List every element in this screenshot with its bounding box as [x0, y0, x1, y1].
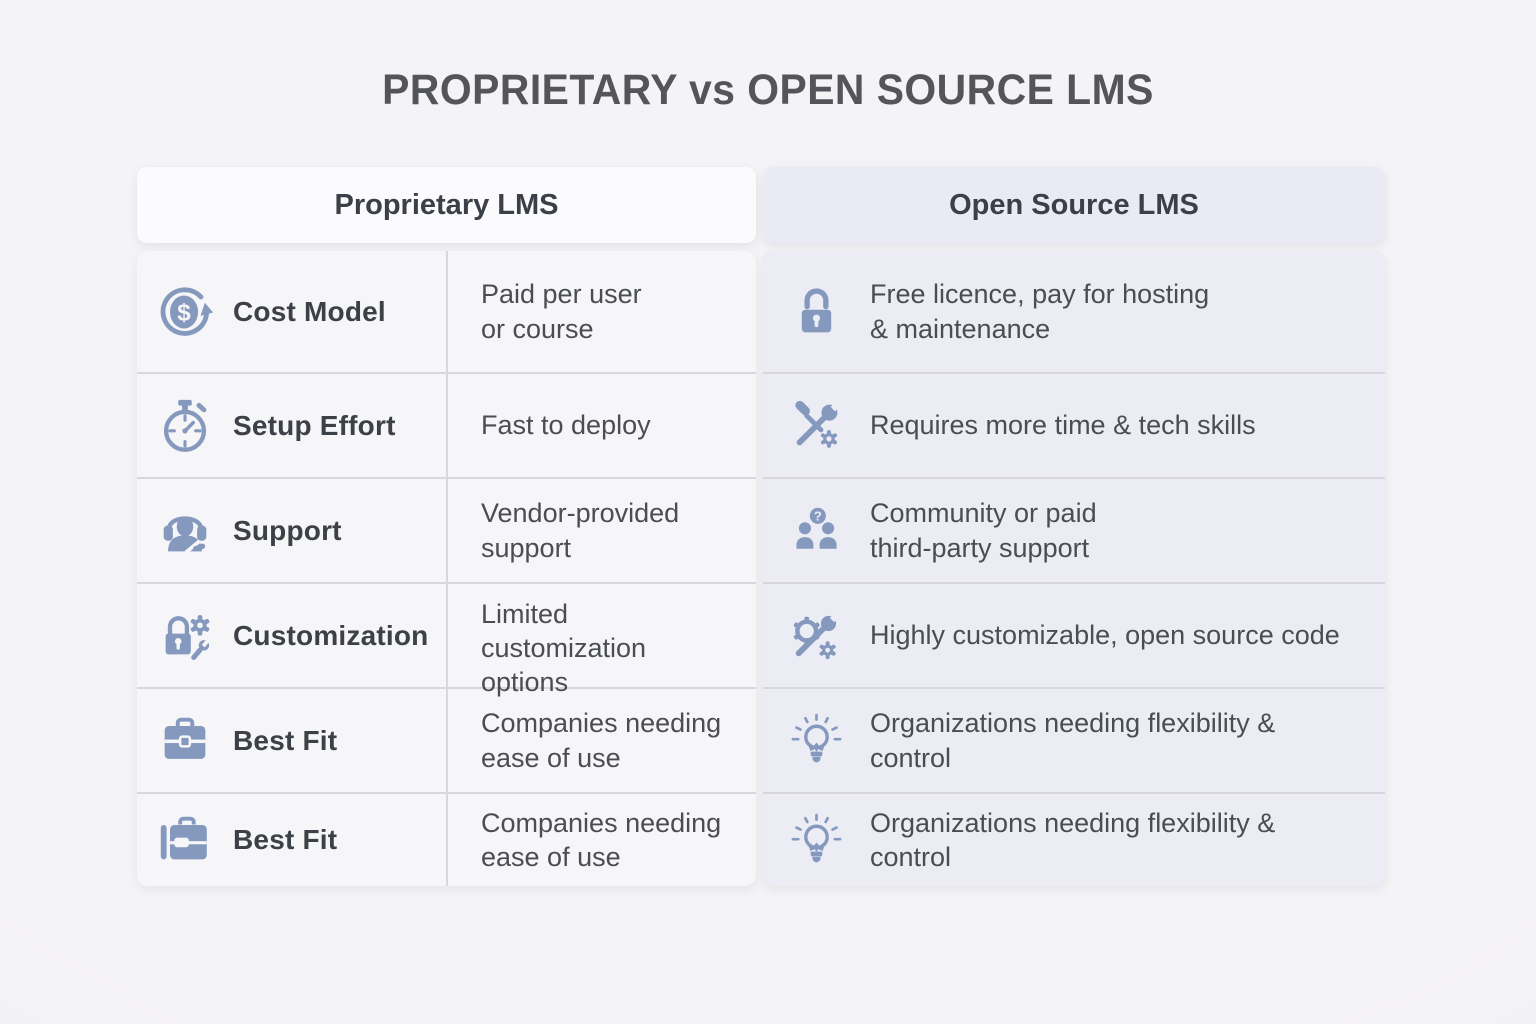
open-source-column-header: Open Source LMS: [763, 167, 1385, 243]
gears-wrench-icon: [788, 607, 845, 664]
tools-icon: [788, 397, 845, 454]
open-source-value-cell: Organizations needing flexibility & cont…: [763, 794, 1385, 886]
feature-label-cell: Customization: [137, 584, 446, 687]
people-question-icon: ?: [788, 502, 845, 559]
proprietary-value: Limited customization options: [481, 599, 647, 698]
lock-gear-icon: [154, 605, 216, 667]
proprietary-value: Fast to deploy: [481, 410, 651, 441]
open-source-value: Highly customizable, open source code: [870, 620, 1340, 651]
proprietary-value: Companies needing ease of use: [481, 807, 722, 872]
feature-label-cell: $ Cost Model: [137, 251, 446, 372]
proprietary-value-cell: Limited customization options: [448, 584, 756, 697]
page-title: PROPRIETARY vs OPEN SOURCE LMS: [382, 66, 1154, 114]
proprietary-value: Paid per user or course: [481, 279, 642, 344]
proprietary-value: Companies needing ease of use: [481, 708, 722, 773]
feature-label-cell: Setup Effort: [137, 374, 446, 477]
proprietary-value-cell: Fast to deploy: [448, 374, 756, 477]
open-source-value: Community or paid third-party support: [870, 498, 1097, 563]
open-source-header-label: Open Source LMS: [949, 188, 1199, 221]
open-source-value: Organizations needing flexibility & cont…: [870, 807, 1276, 872]
open-source-value: Organizations needing flexibility & cont…: [870, 708, 1276, 773]
feature-label-cell: Best Fit: [137, 689, 446, 792]
proprietary-value: Vendor-provided support: [481, 498, 680, 563]
proprietary-value-cell: Vendor-provided support: [448, 479, 756, 582]
lightbulb-icon: [788, 812, 845, 869]
proprietary-value-cell: Companies needing ease of use: [448, 689, 756, 792]
open-source-value-cell: Free licence, pay for hosting & maintena…: [763, 251, 1385, 372]
proprietary-column-header: Proprietary LMS: [137, 167, 756, 243]
svg-text:?: ?: [814, 509, 822, 524]
lightbulb-icon: [788, 712, 845, 769]
proprietary-value-cell: Paid per user or course: [448, 251, 756, 372]
feature-label: Support: [233, 514, 342, 546]
briefcase-side-icon: [154, 809, 216, 871]
feature-label-cell: Best Fit: [137, 794, 446, 886]
feature-label: Best Fit: [233, 824, 338, 855]
headset-person-icon: [154, 500, 216, 562]
svg-text:$: $: [177, 299, 191, 326]
open-source-value-cell: ? Community or paid third-party support: [763, 479, 1385, 582]
feature-label: Best Fit: [233, 724, 338, 756]
feature-label: Cost Model: [233, 295, 386, 327]
open-source-value: Free licence, pay for hosting & maintena…: [870, 279, 1210, 344]
open-source-value-cell: Organizations needing flexibility & cont…: [763, 689, 1385, 792]
feature-label-cell: Support: [137, 479, 446, 582]
open-source-value-cell: Highly customizable, open source code: [763, 584, 1385, 687]
proprietary-header-label: Proprietary LMS: [334, 188, 559, 221]
stopwatch-icon: [154, 395, 216, 457]
briefcase-icon: [154, 710, 216, 772]
open-source-value-cell: Requires more time & tech skills: [763, 374, 1385, 477]
padlock-icon: [788, 283, 845, 340]
proprietary-table: $ Cost Model Paid per user or course: [137, 251, 756, 886]
proprietary-value-cell: Companies needing ease of use: [448, 794, 756, 886]
money-cycle-icon: $: [154, 281, 216, 343]
open-source-table: Free licence, pay for hosting & maintena…: [763, 251, 1385, 886]
feature-label: Setup Effort: [233, 409, 396, 441]
open-source-value: Requires more time & tech skills: [870, 410, 1256, 441]
feature-label: Customization: [233, 619, 429, 651]
